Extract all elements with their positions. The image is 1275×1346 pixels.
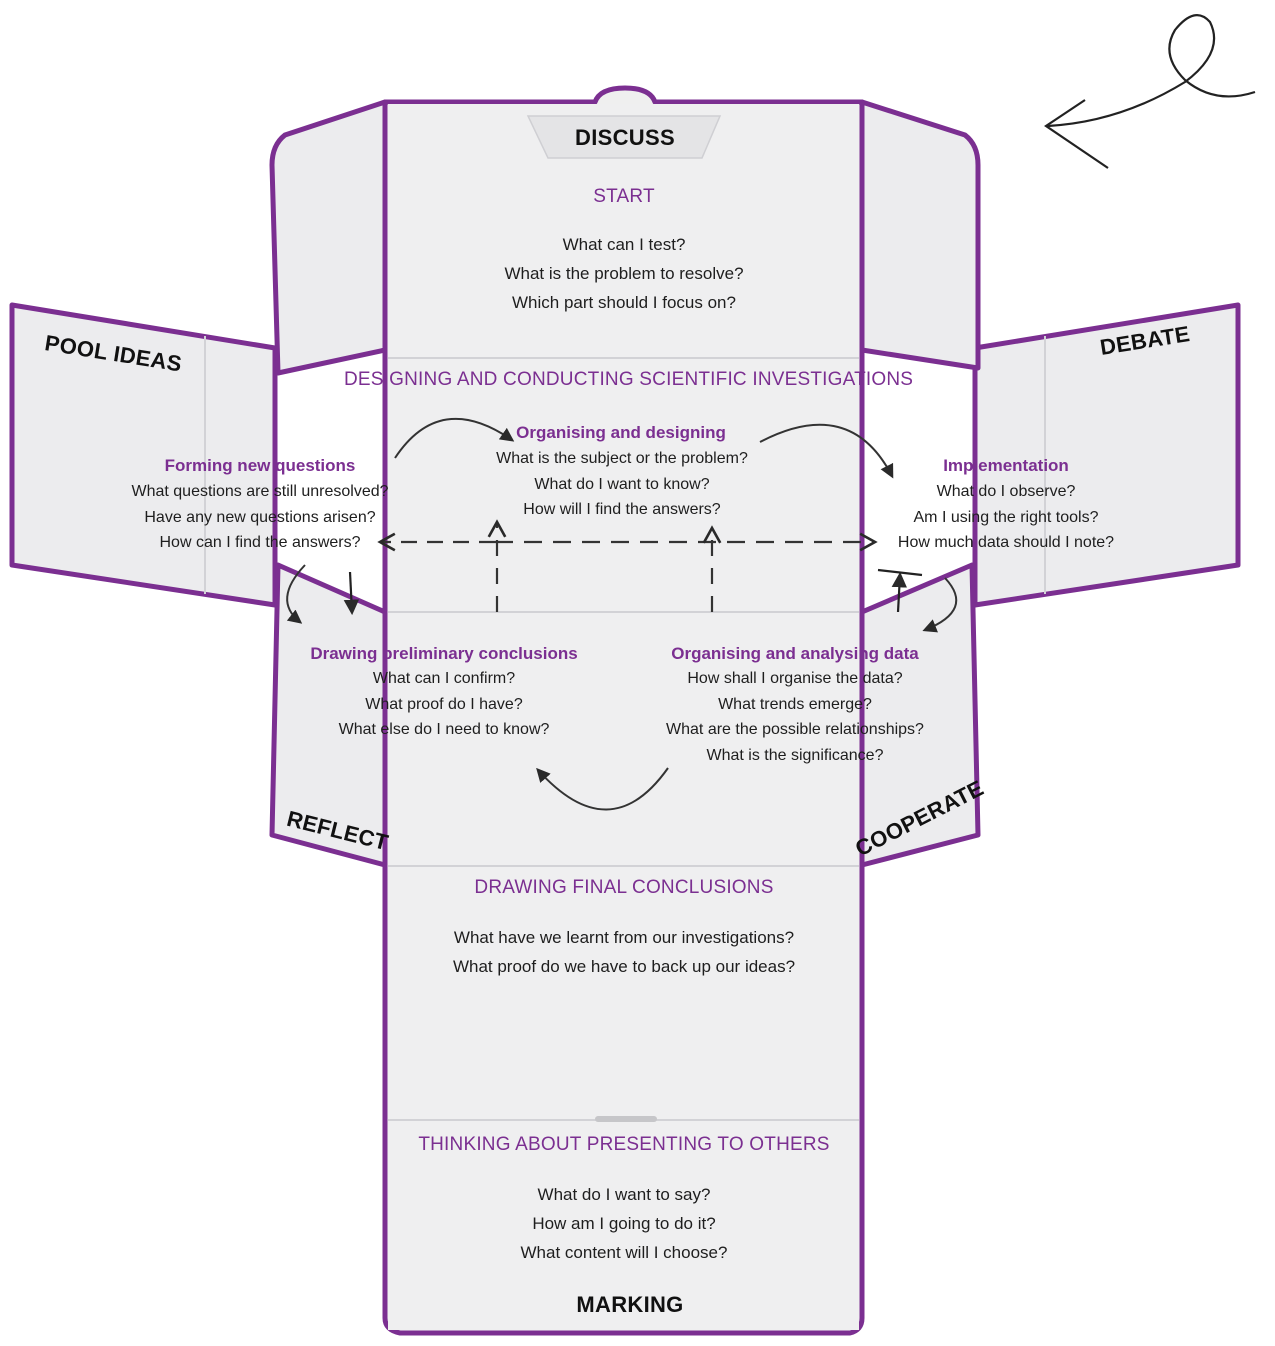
cursive-arrow-icon	[1047, 14, 1256, 128]
question: What can I confirm?	[372, 670, 516, 687]
presenting-heading: THINKING ABOUT PRESENTING TO OTHERS	[418, 1134, 830, 1155]
question: What proof do I have?	[365, 695, 523, 713]
question: What content will I choose?	[520, 1243, 728, 1262]
final-conclusions-heading: DRAWING FINAL CONCLUSIONS	[474, 877, 774, 898]
forming-questions-list: What questions are still unresolved? Hav…	[110, 479, 410, 556]
preliminary-conclusions-title: Drawing preliminary conclusions	[310, 644, 578, 663]
question: How can I find the answers?	[159, 534, 361, 551]
forming-questions-title: Forming new questions	[164, 456, 356, 475]
question: Have any new questions arisen?	[144, 508, 376, 526]
implementation-title: Implementation	[943, 456, 1069, 475]
analysing-data-questions: How shall I organise the data? What tren…	[650, 666, 940, 768]
start-heading: START	[593, 186, 655, 207]
question: What are the possible relationships?	[666, 721, 924, 738]
return-arrow-icon	[891, 571, 908, 613]
question: What do I want to know?	[534, 475, 710, 493]
question: How shall I organise the data?	[687, 670, 903, 687]
question: How will I find the answers?	[523, 501, 721, 518]
question: What have we learnt from our investigati…	[453, 928, 795, 947]
question: What is the problem to resolve?	[504, 264, 744, 283]
question: What is the subject or the problem?	[496, 450, 748, 467]
return-arrow-icon	[343, 571, 360, 616]
top-right-flap	[859, 99, 981, 371]
preliminary-conclusions-questions: What can I confirm? What proof do I have…	[324, 666, 564, 743]
implementation-questions: What do I observe? Am I using the right …	[876, 479, 1136, 556]
investigations-heading: DESIGNING AND CONDUCTING SCIENTIFIC INVE…	[344, 369, 914, 390]
question: What can I test?	[562, 235, 686, 254]
organising-designing-title: Organising and designing	[516, 423, 726, 442]
top-left-flap	[269, 99, 388, 376]
question: What proof do we have to back up our ide…	[452, 957, 796, 976]
return-arrow-icon	[922, 577, 958, 633]
question: What do I observe?	[936, 483, 1076, 500]
organising-designing-questions: What is the subject or the problem? What…	[472, 446, 772, 523]
question: Am I using the right tools?	[913, 508, 1099, 526]
curved-arrow-icon	[536, 767, 669, 811]
start-questions: What can I test? What is the problem to …	[424, 230, 824, 317]
analysing-data-title: Organising and analysing data	[671, 644, 919, 663]
question: How much data should I note?	[897, 534, 1115, 551]
question: What trends emerge?	[718, 695, 872, 713]
question: What is the significance?	[706, 746, 884, 764]
question: How am I going to do it?	[532, 1214, 716, 1233]
question: What do I want to say?	[537, 1185, 711, 1204]
label-discuss: DISCUSS	[575, 125, 675, 150]
question: What questions are still unresolved?	[131, 483, 389, 500]
final-conclusions-questions: What have we learnt from our investigati…	[404, 923, 844, 981]
presenting-questions: What do I want to say? How am I going to…	[424, 1180, 824, 1267]
discuss-tab	[526, 115, 722, 159]
curved-arrow-icon	[394, 417, 515, 459]
question: Which part should I focus on?	[512, 293, 736, 312]
label-marking: MARKING	[576, 1292, 684, 1317]
curved-arrow-icon	[759, 423, 894, 479]
return-arrow-icon	[286, 564, 306, 624]
question: What else do I need to know?	[338, 721, 550, 738]
